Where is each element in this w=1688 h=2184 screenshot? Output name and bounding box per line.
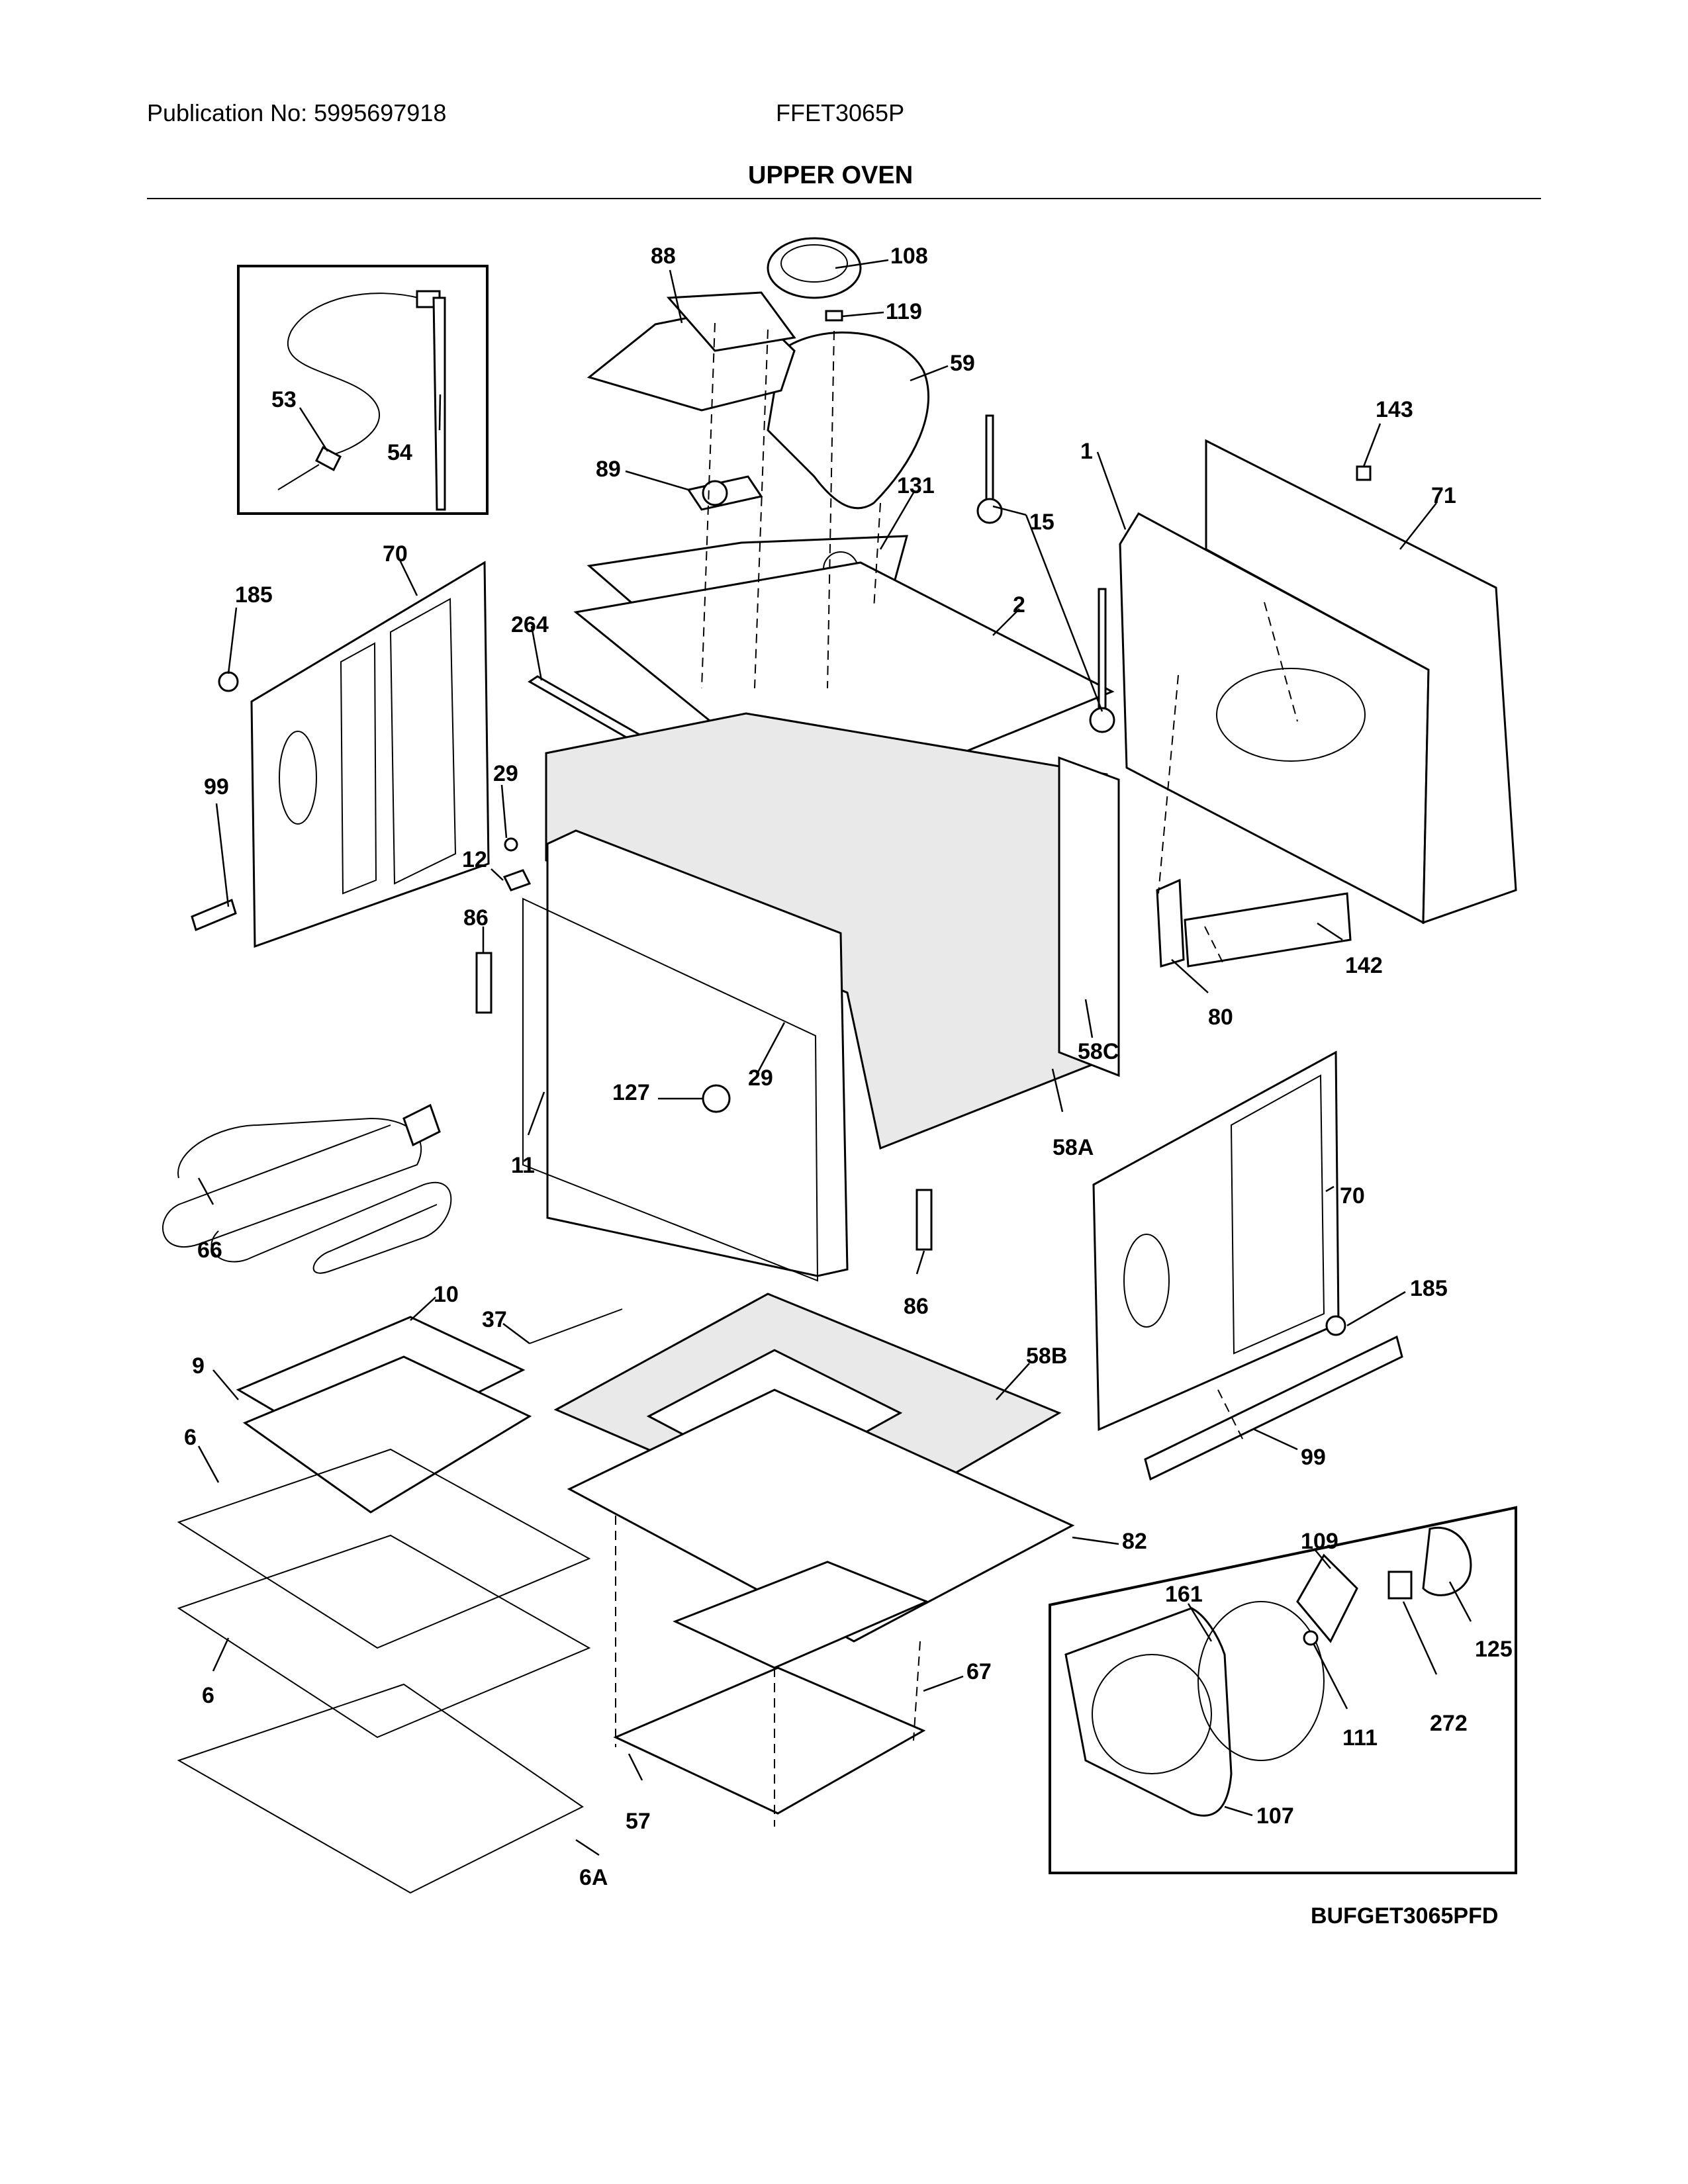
part-callout-86: 86 [463, 905, 489, 931]
panel-grommet-left [218, 671, 239, 692]
part-callout-59: 59 [950, 351, 975, 376]
part-callout-53: 53 [271, 387, 297, 412]
part-callout-119: 119 [886, 299, 922, 324]
side-rail-right [1144, 1335, 1403, 1481]
fan-ring [1197, 1601, 1325, 1761]
part-callout-127: 127 [612, 1080, 650, 1105]
rear-wall-outer [1205, 439, 1517, 925]
part-callout-37: 37 [482, 1307, 507, 1332]
part-callout-57: 57 [626, 1809, 651, 1834]
convection-fan-motor [1422, 1527, 1472, 1596]
publication-number: Publication No: 5995697918 [147, 99, 447, 126]
part-callout-70: 70 [383, 541, 408, 567]
fan-cover [1064, 1607, 1233, 1817]
part-callout-143: 143 [1376, 397, 1413, 422]
part-callout-161: 161 [1165, 1582, 1203, 1607]
part-callout-6: 6 [202, 1683, 214, 1708]
right-side-panel [1092, 1050, 1340, 1432]
broil-element [162, 1103, 452, 1274]
part-callout-108: 108 [890, 244, 928, 269]
part-callout-12: 12 [462, 847, 487, 872]
blower-housing [767, 331, 930, 510]
convection-sensor [702, 1084, 731, 1113]
part-callout-89: 89 [596, 457, 621, 482]
fan-inset-box [1049, 1506, 1517, 1874]
part-callout-111: 111 [1342, 1725, 1378, 1751]
temperature-probe [277, 290, 441, 490]
door-latch-pin [502, 869, 532, 891]
oven-rack-lower [177, 1683, 584, 1894]
part-callout-131: 131 [897, 473, 935, 498]
model-number: FFET3065P [776, 99, 905, 126]
part-callout-82: 82 [1122, 1529, 1147, 1554]
fan-nut [1303, 1630, 1319, 1646]
part-callout-9: 9 [192, 1353, 205, 1379]
convection-motor [767, 237, 862, 299]
part-callout-107: 107 [1256, 1803, 1294, 1829]
screw-upper [504, 837, 518, 852]
part-callout-185: 185 [235, 582, 273, 608]
part-callout-109: 109 [1301, 1529, 1338, 1554]
motor-bracket [825, 310, 843, 322]
hinge-receptacle-left [475, 952, 492, 1014]
part-callout-11: 11 [511, 1153, 535, 1178]
probe-inset-box [237, 265, 489, 515]
part-callout-88: 88 [651, 244, 676, 269]
part-callout-185: 185 [1410, 1276, 1448, 1301]
oven-rack-middle [177, 1534, 591, 1739]
side-insulation [1058, 756, 1120, 1077]
part-callout-6: 6 [184, 1425, 197, 1450]
oven-lamp-right [1089, 588, 1115, 733]
part-callout-15: 15 [1029, 510, 1055, 535]
broiler-pan [242, 1355, 532, 1514]
bottom-cover [613, 1666, 926, 1815]
cavity-bracket [1156, 878, 1185, 968]
part-callout-272: 272 [1430, 1711, 1468, 1736]
oven-lamp-left [976, 414, 1003, 524]
oven-liner [546, 829, 849, 1277]
fan-blade [1296, 1553, 1358, 1643]
alignment-lines [615, 322, 1298, 1827]
left-side-panel [250, 561, 490, 948]
part-callout-1: 1 [1080, 439, 1093, 464]
part-callout-125: 125 [1475, 1637, 1513, 1662]
part-callout-71: 71 [1431, 483, 1456, 508]
part-callout-6a: 6A [579, 1865, 608, 1890]
vent-clip [1356, 465, 1372, 481]
header-divider [147, 198, 1541, 199]
page-title: UPPER OVEN [748, 161, 914, 189]
part-callout-80: 80 [1208, 1005, 1233, 1030]
side-rail-left [191, 898, 237, 932]
part-callout-58a: 58A [1053, 1135, 1094, 1160]
bake-element [673, 1561, 929, 1669]
diagram-code: BUFGET3065PFD [1311, 1903, 1499, 1929]
part-callout-58b: 58B [1026, 1343, 1067, 1369]
fan-spacer [1387, 1570, 1413, 1600]
oven-rack-upper [177, 1448, 591, 1649]
part-callout-86: 86 [904, 1294, 929, 1319]
part-callout-142: 142 [1345, 953, 1383, 978]
part-callout-99: 99 [1301, 1445, 1326, 1470]
door-gasket [522, 897, 819, 1282]
part-callout-10: 10 [434, 1282, 459, 1307]
rack-guide [529, 1308, 623, 1344]
part-callout-54: 54 [387, 440, 412, 465]
part-callout-264: 264 [511, 612, 549, 637]
part-callout-29: 29 [748, 1066, 773, 1091]
part-callout-58c: 58C [1078, 1039, 1119, 1064]
lower-vent-trim [1184, 892, 1352, 968]
panel-grommet-right [1325, 1315, 1346, 1336]
part-callout-29: 29 [493, 761, 518, 786]
part-callout-66: 66 [197, 1238, 222, 1263]
duct-cover [666, 291, 796, 352]
part-callout-2: 2 [1013, 592, 1025, 617]
hinge-receptacle-right [915, 1189, 933, 1251]
part-callout-67: 67 [966, 1659, 992, 1684]
part-callout-70: 70 [1340, 1183, 1365, 1208]
part-callout-99: 99 [204, 774, 229, 799]
